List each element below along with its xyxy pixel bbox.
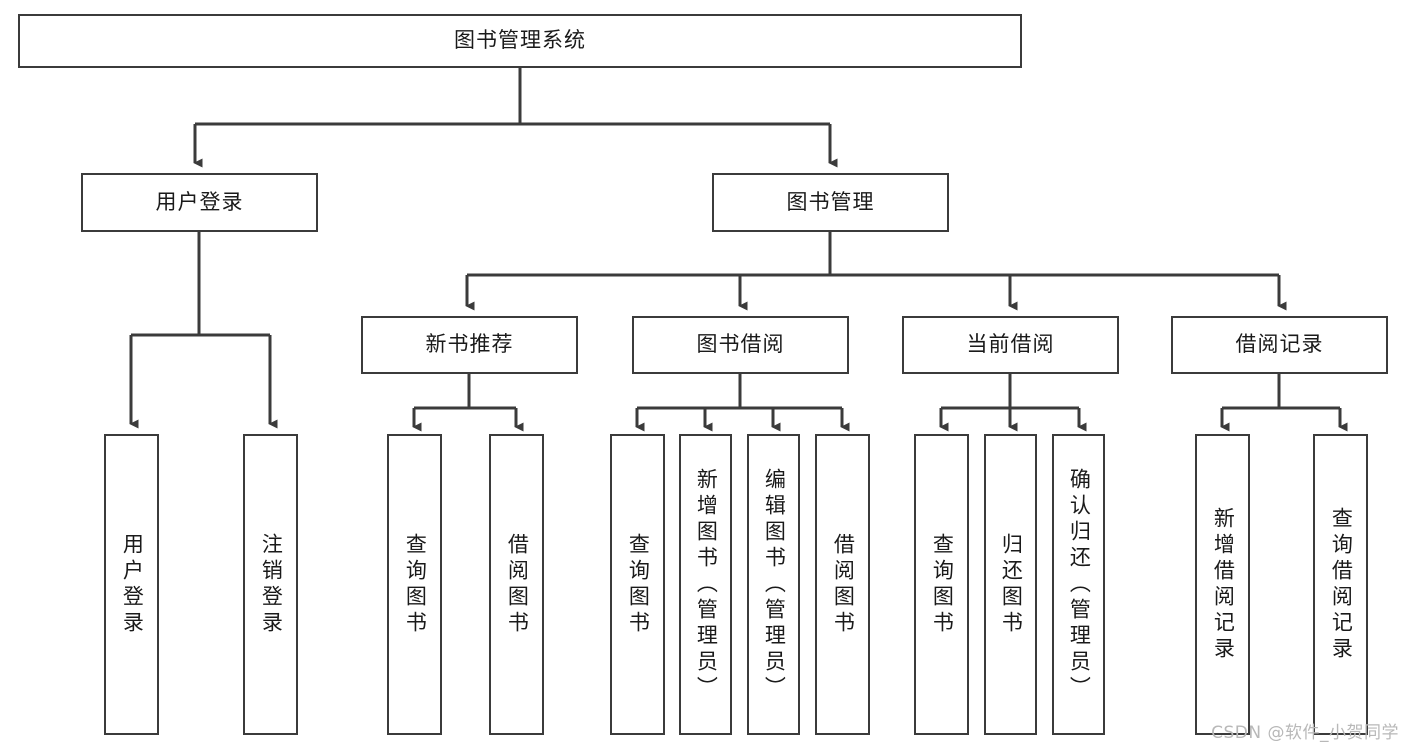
node-book-borrow[interactable]: 图书借阅: [632, 316, 849, 374]
node-label: 用户登录: [155, 189, 244, 214]
node-label: 归还图书: [999, 532, 1024, 637]
node-user-login[interactable]: 用户登录: [81, 173, 318, 232]
node-book-manage[interactable]: 图书管理: [712, 173, 949, 232]
node-leaf-borrow-book-1[interactable]: 借阅图书: [489, 434, 544, 735]
node-borrow-record[interactable]: 借阅记录: [1171, 316, 1388, 374]
node-root-book-management-system[interactable]: 图书管理系统: [18, 14, 1022, 68]
node-label: 查询借阅记录: [1329, 506, 1354, 663]
node-label: 新增图书（管理员）: [694, 467, 719, 702]
node-current-borrow[interactable]: 当前借阅: [902, 316, 1119, 374]
node-leaf-return-book[interactable]: 归还图书: [984, 434, 1037, 735]
node-label: 图书管理系统: [454, 28, 586, 53]
node-label: 图书借阅: [696, 332, 785, 357]
node-label: 注销登录: [259, 532, 284, 637]
watermark-text: CSDN @软件_小贺同学: [1211, 723, 1399, 743]
node-label: 当前借阅: [966, 332, 1055, 357]
node-label: 新书推荐: [425, 332, 514, 357]
node-leaf-confirm-return-admin[interactable]: 确认归还（管理员）: [1052, 434, 1105, 735]
node-label: 图书管理: [786, 189, 875, 214]
node-leaf-add-borrow-record[interactable]: 新增借阅记录: [1195, 434, 1250, 735]
node-label: 查询图书: [403, 532, 428, 637]
node-label: 借阅图书: [505, 532, 530, 637]
node-label: 查询图书: [626, 532, 651, 637]
node-new-book-recommend[interactable]: 新书推荐: [361, 316, 578, 374]
node-label: 用户登录: [120, 532, 145, 637]
node-leaf-user-login[interactable]: 用户登录: [104, 434, 159, 735]
node-label: 新增借阅记录: [1211, 506, 1236, 663]
node-label: 借阅记录: [1235, 332, 1324, 357]
node-leaf-query-book-2[interactable]: 查询图书: [610, 434, 665, 735]
node-leaf-query-book-3[interactable]: 查询图书: [914, 434, 969, 735]
node-label: 查询图书: [930, 532, 955, 637]
node-leaf-edit-book-admin[interactable]: 编辑图书（管理员）: [747, 434, 800, 735]
node-leaf-borrow-book-2[interactable]: 借阅图书: [815, 434, 870, 735]
node-leaf-query-borrow-record[interactable]: 查询借阅记录: [1313, 434, 1368, 735]
node-label: 编辑图书（管理员）: [762, 467, 787, 702]
node-leaf-add-book-admin[interactable]: 新增图书（管理员）: [679, 434, 732, 735]
node-leaf-query-book-1[interactable]: 查询图书: [387, 434, 442, 735]
node-label: 借阅图书: [831, 532, 856, 637]
node-label: 确认归还（管理员）: [1067, 467, 1092, 702]
node-leaf-logout-login[interactable]: 注销登录: [243, 434, 298, 735]
